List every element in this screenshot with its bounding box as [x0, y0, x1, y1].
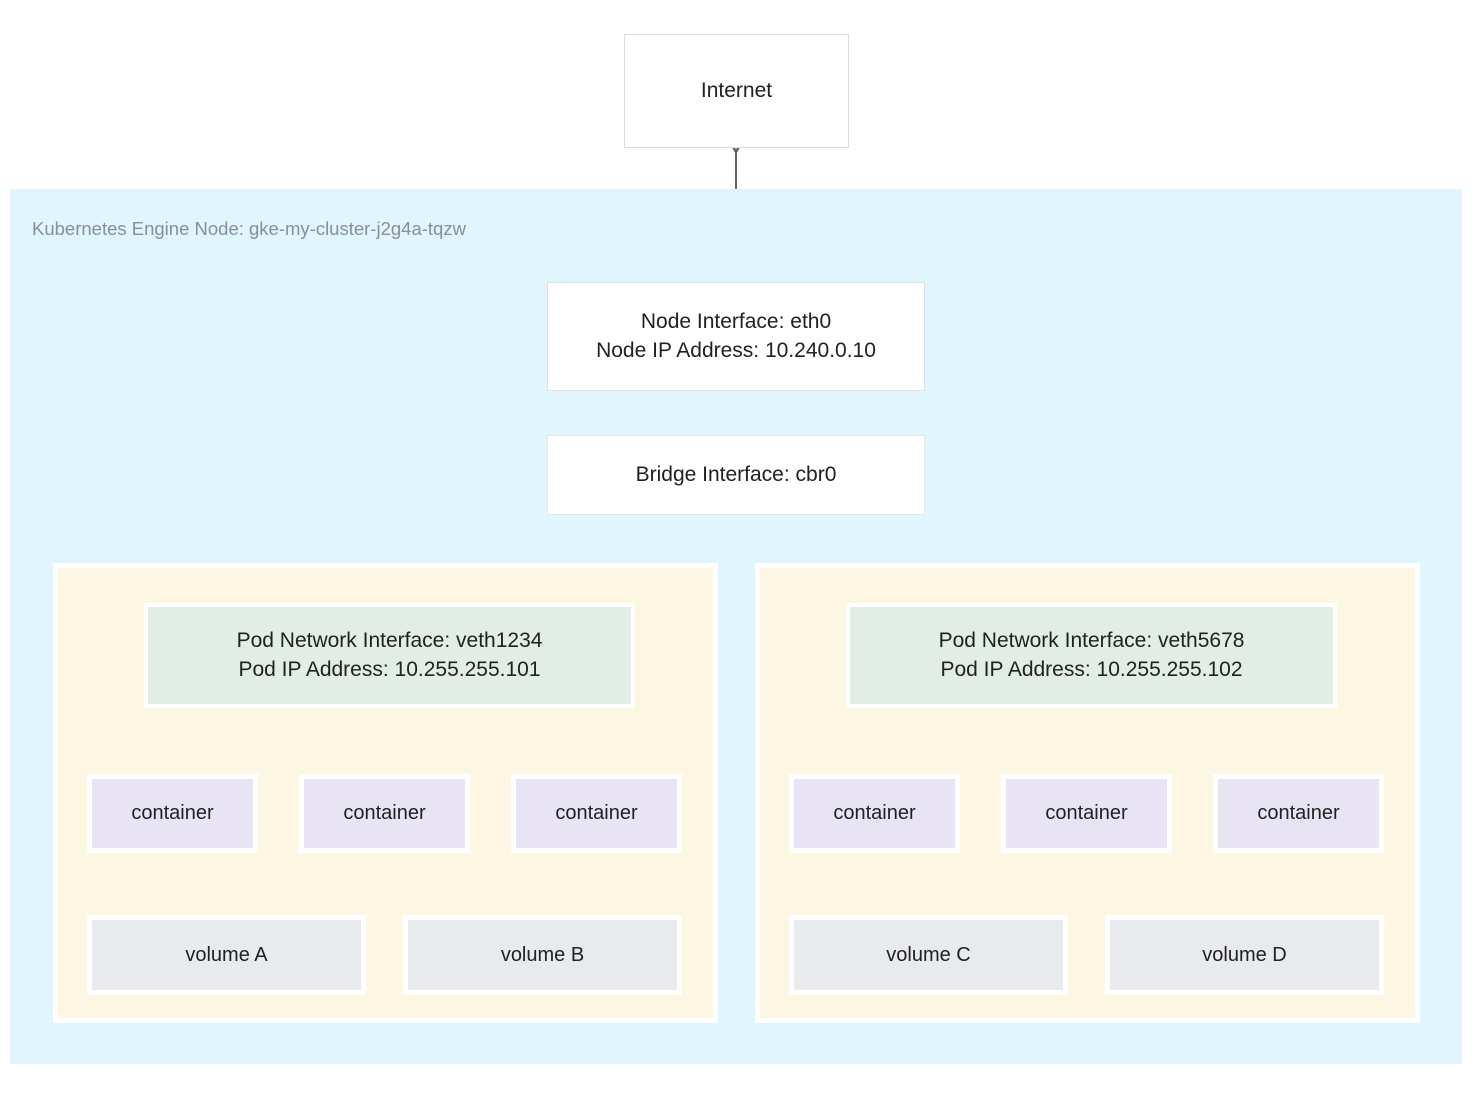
bridge-interface-box[interactable]: Bridge Interface: cbr0: [547, 435, 925, 515]
container-label: container: [1257, 802, 1340, 824]
pod-network-interface-name: Pod Network Interface: veth1234: [236, 629, 543, 653]
pod-box[interactable]: Pod Network Interface: veth5678 Pod IP A…: [755, 563, 1420, 1023]
container-label: container: [555, 802, 638, 824]
volume-box[interactable]: volume A: [87, 915, 366, 995]
container-box[interactable]: container: [511, 774, 682, 853]
container-box[interactable]: container: [299, 774, 470, 853]
volume-label: volume D: [1202, 943, 1287, 966]
pod-ip-address: Pod IP Address: 10.255.255.102: [940, 657, 1243, 681]
container-box[interactable]: container: [789, 774, 960, 853]
pod-network-interface-box[interactable]: Pod Network Interface: veth1234 Pod IP A…: [144, 603, 635, 708]
internet-label: Internet: [700, 78, 773, 102]
bridge-interface-label: Bridge Interface: cbr0: [635, 462, 837, 486]
container-label: container: [343, 802, 426, 824]
volume-box[interactable]: volume C: [789, 915, 1068, 995]
volume-box[interactable]: volume B: [403, 915, 682, 995]
pod-network-interface-box[interactable]: Pod Network Interface: veth5678 Pod IP A…: [846, 603, 1337, 708]
node-ip-address: Node IP Address: 10.240.0.10: [596, 338, 876, 362]
pod-box[interactable]: Pod Network Interface: veth1234 Pod IP A…: [53, 563, 718, 1023]
container-box[interactable]: container: [1213, 774, 1384, 853]
container-label: container: [833, 802, 916, 824]
volume-label: volume B: [500, 943, 585, 966]
node-interface-box[interactable]: Node Interface: eth0 Node IP Address: 10…: [547, 282, 925, 391]
volume-box[interactable]: volume D: [1105, 915, 1384, 995]
container-box[interactable]: container: [1001, 774, 1172, 853]
volume-label: volume C: [886, 943, 971, 966]
container-label: container: [131, 802, 214, 824]
node-interface-name: Node Interface: eth0: [640, 310, 832, 334]
node-label: Kubernetes Engine Node: gke-my-cluster-j…: [32, 218, 466, 239]
internet-box[interactable]: Internet: [624, 34, 849, 148]
container-label: container: [1045, 802, 1128, 824]
container-box[interactable]: container: [87, 774, 258, 853]
pod-ip-address: Pod IP Address: 10.255.255.101: [238, 657, 541, 681]
volume-label: volume A: [185, 943, 268, 966]
pod-network-interface-name: Pod Network Interface: veth5678: [938, 629, 1245, 653]
